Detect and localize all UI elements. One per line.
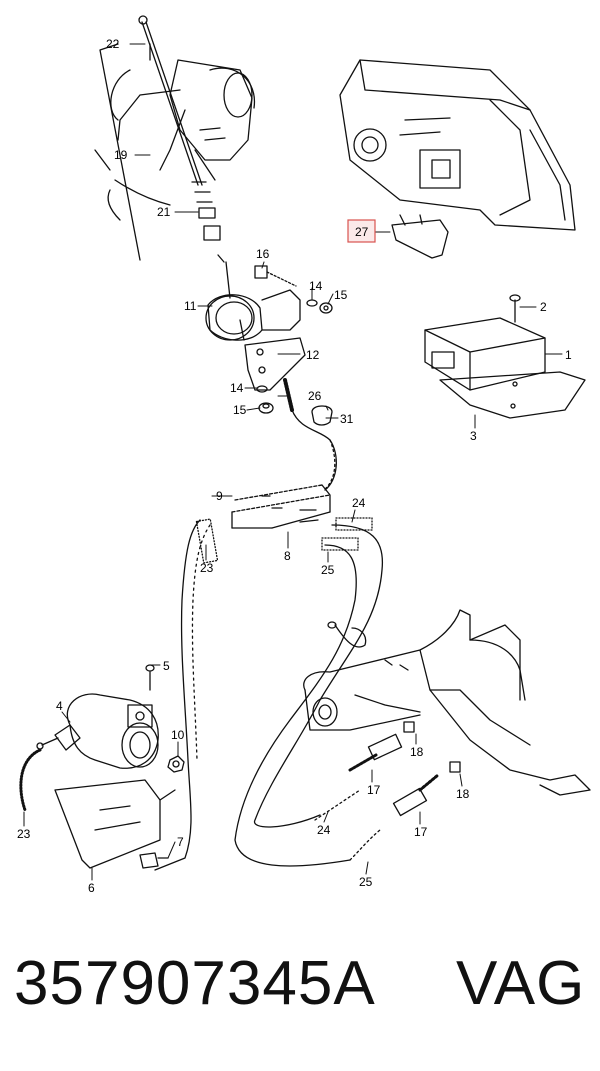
callout-16: 16 bbox=[256, 247, 270, 261]
callout-23b: 23 bbox=[17, 827, 31, 841]
callout-8: 8 bbox=[284, 549, 291, 563]
callout-11: 11 bbox=[184, 299, 197, 313]
throttle-body-assembly bbox=[94, 59, 256, 221]
nut-15-upper bbox=[306, 299, 333, 314]
callout-27: 27 bbox=[355, 225, 369, 239]
instrument-panel bbox=[339, 59, 576, 231]
callout-9: 9 bbox=[216, 489, 223, 503]
part-27-bracket bbox=[391, 214, 449, 259]
mounting-plate bbox=[439, 371, 586, 419]
callout-1: 1 bbox=[565, 348, 572, 362]
cruise-control-actuator bbox=[36, 664, 159, 769]
callout-25b: 25 bbox=[359, 875, 373, 889]
part-number: 357907345A bbox=[14, 949, 376, 1018]
callout-17a: 17 bbox=[367, 783, 381, 797]
brand-name: VAG bbox=[456, 949, 586, 1018]
callout-4: 4 bbox=[56, 699, 63, 713]
vacuum-actuator bbox=[205, 254, 301, 341]
bracket-12 bbox=[244, 337, 306, 391]
callout-21: 21 bbox=[157, 205, 171, 219]
pedal-cluster bbox=[303, 609, 591, 817]
mounting-bracket-6 bbox=[54, 779, 176, 869]
control-unit bbox=[424, 294, 546, 391]
cable-clip bbox=[327, 621, 367, 648]
cable-splitter bbox=[231, 484, 331, 529]
parts-diagram: 22 19 21 16 14 15 11 12 14 26 15 31 9 24… bbox=[17, 15, 591, 895]
callout-14a: 14 bbox=[309, 279, 323, 293]
callout-7: 7 bbox=[177, 835, 184, 849]
callout-12: 12 bbox=[306, 348, 320, 362]
highlight-box-27 bbox=[347, 219, 376, 243]
callout-24a: 24 bbox=[352, 496, 366, 510]
callout-14b: 14 bbox=[230, 381, 244, 395]
callout-18a: 18 bbox=[410, 745, 424, 759]
callout-5: 5 bbox=[163, 659, 170, 673]
throttle-rod bbox=[138, 15, 221, 241]
callout-17b: 17 bbox=[414, 825, 428, 839]
callout-23a: 23 bbox=[200, 561, 214, 575]
callout-31: 31 bbox=[340, 412, 354, 426]
callout-2: 2 bbox=[540, 300, 547, 314]
callout-labels: 22 19 21 16 14 15 11 12 14 26 15 31 9 24… bbox=[17, 37, 572, 895]
callout-19: 19 bbox=[114, 148, 128, 162]
callout-22: 22 bbox=[106, 37, 120, 51]
callout-26: 26 bbox=[308, 389, 322, 403]
callout-18b: 18 bbox=[456, 787, 470, 801]
callout-24b: 24 bbox=[317, 823, 331, 837]
callout-6: 6 bbox=[88, 881, 95, 895]
cable-end-26 bbox=[283, 378, 294, 412]
leader-lines bbox=[23, 43, 563, 881]
callout-15b: 15 bbox=[233, 403, 247, 417]
callout-15a: 15 bbox=[334, 288, 348, 302]
nut-10 bbox=[167, 755, 185, 773]
screw-16 bbox=[254, 265, 297, 287]
callout-10: 10 bbox=[171, 728, 185, 742]
grommet-31 bbox=[311, 405, 333, 426]
screw-7 bbox=[139, 852, 169, 869]
callout-25a: 25 bbox=[321, 563, 335, 577]
callout-3: 3 bbox=[470, 429, 477, 443]
